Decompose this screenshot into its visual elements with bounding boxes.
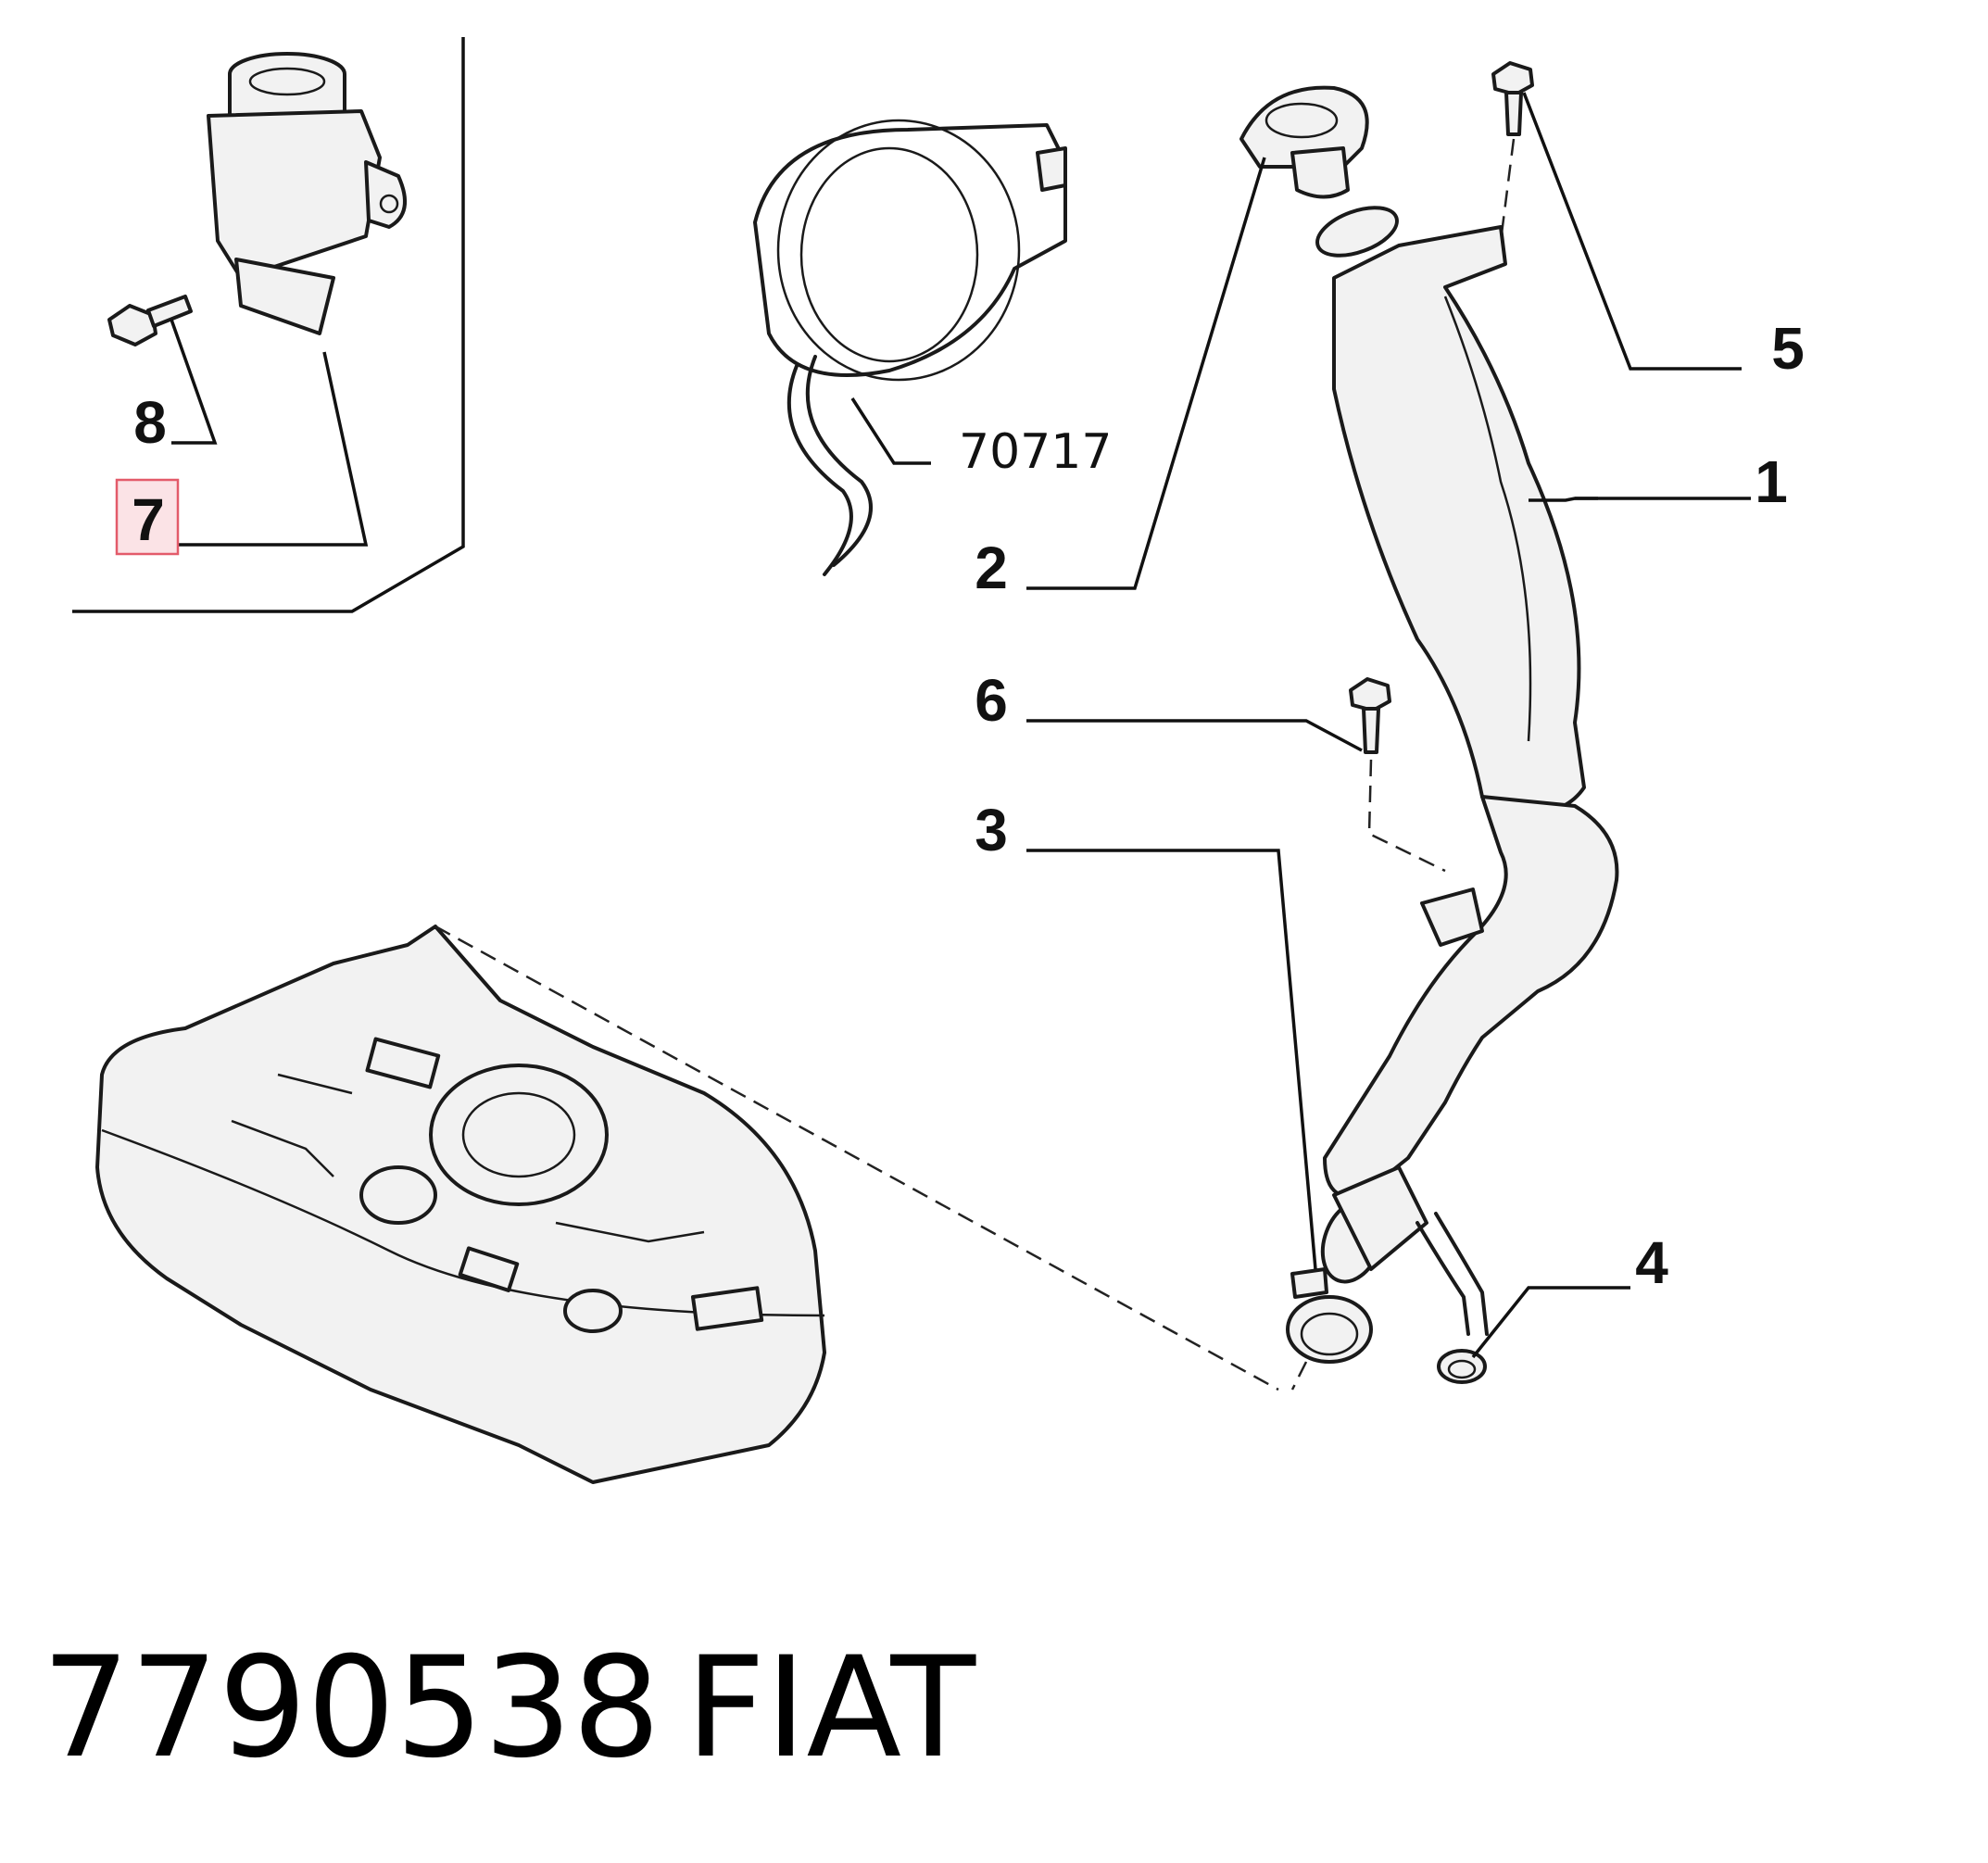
callout-6: 6 bbox=[975, 667, 1008, 734]
bolt-illustration bbox=[107, 295, 193, 346]
filler-neck-pipe-illustration bbox=[1315, 206, 1619, 1336]
callout-1: 1 bbox=[1755, 448, 1788, 515]
hose-clamp-small-illustration bbox=[1437, 1349, 1487, 1384]
part-number: 7790538 bbox=[42, 1628, 661, 1789]
callout-8: 8 bbox=[133, 389, 167, 456]
screw-top-illustration bbox=[1491, 61, 1534, 242]
fuel-tank-illustration bbox=[95, 925, 1308, 1484]
callout-3: 3 bbox=[975, 797, 1008, 863]
callout-4: 4 bbox=[1635, 1229, 1668, 1296]
callout-5: 5 bbox=[1771, 315, 1805, 382]
callout-2: 2 bbox=[975, 535, 1008, 601]
fuel-cap-illustration bbox=[1239, 85, 1369, 199]
hose-clamp-large-illustration bbox=[1286, 1267, 1373, 1364]
reference-code-70717: 70717 bbox=[959, 424, 1112, 480]
inset-frame bbox=[72, 37, 465, 613]
sensor-canister-illustration bbox=[207, 52, 407, 335]
screw-middle-illustration bbox=[1349, 677, 1446, 873]
callout-7-highlight bbox=[115, 478, 180, 556]
leader-lines bbox=[170, 92, 1751, 1359]
filler-door-housing-illustration bbox=[753, 119, 1067, 576]
brand-name: FIAT bbox=[686, 1628, 976, 1789]
callout-7: 7 bbox=[132, 486, 165, 553]
